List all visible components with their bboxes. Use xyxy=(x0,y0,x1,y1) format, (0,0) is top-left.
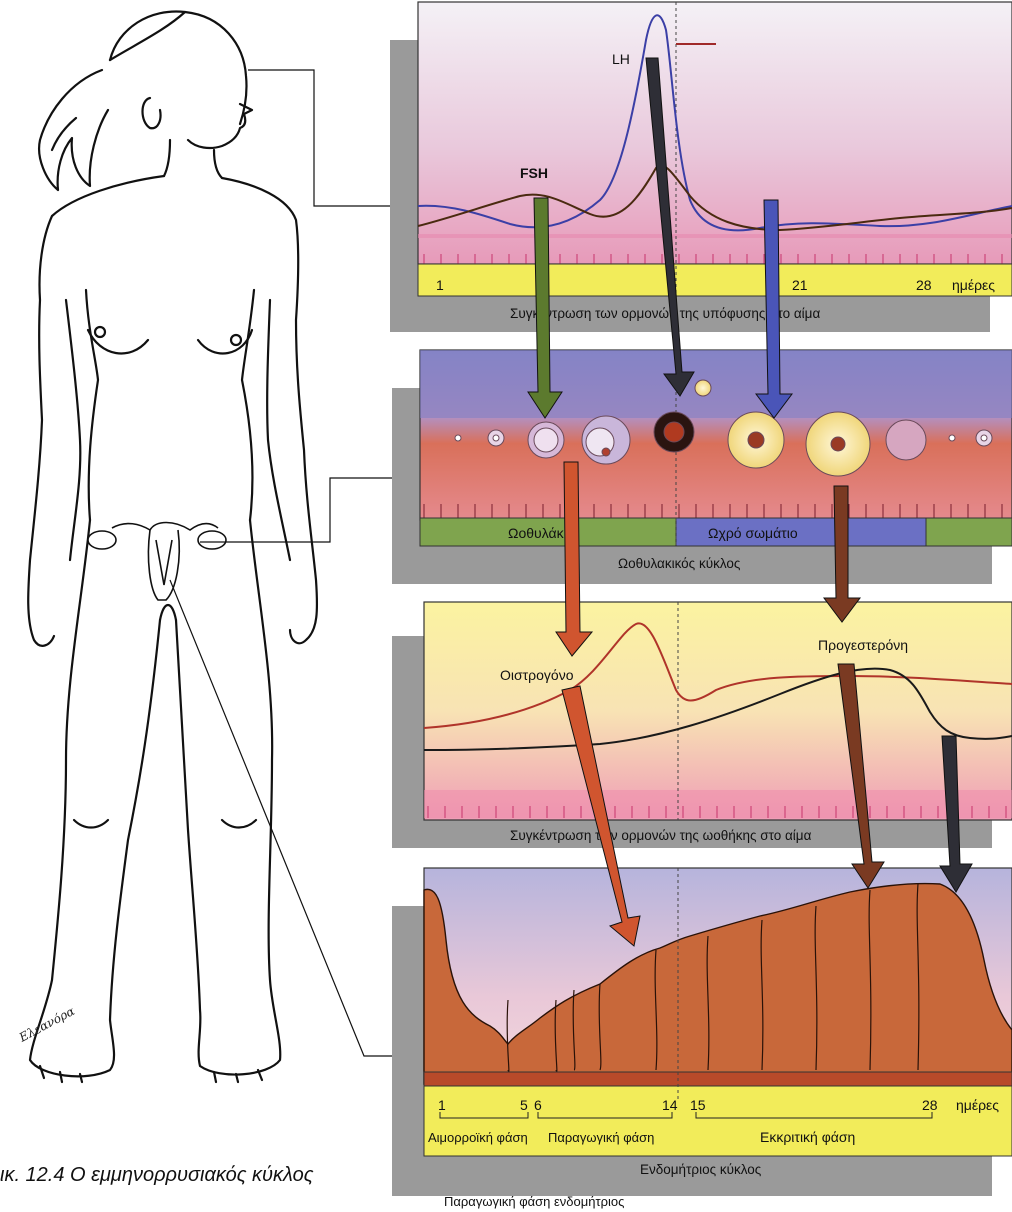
phase-menstrual-label: Αιμορροϊκή φάση xyxy=(428,1130,528,1145)
woman-figure xyxy=(28,11,317,1082)
ovarian-hormones-caption: Συγκέντρωση των ορμονών της ωοθήκης στο … xyxy=(510,828,812,843)
figure-caption: ικ. 12.4 Ο εμμηνορρυσιακός κύκλος xyxy=(0,1164,313,1187)
day-label-1: 1 xyxy=(436,277,444,293)
endo-day-28: 28 xyxy=(922,1097,938,1113)
day-label-21: 21 xyxy=(792,277,808,293)
day-label-28: 28 xyxy=(916,277,932,293)
endo-day-1: 1 xyxy=(438,1097,446,1113)
endo-day-15: 15 xyxy=(690,1097,706,1113)
endometrium-subcaption: Παραγωγική φάση ενδομήτριος xyxy=(444,1194,624,1209)
endometrial-cycle-caption: Ενδομήτριος κύκλος xyxy=(640,1162,762,1177)
panel-ovarian-hormones: Οιστρογόνο Προγεστερόνη Συγκέντρωση των … xyxy=(392,602,1012,848)
corpus-luteum-label: Ωχρό σωμάτιο xyxy=(708,525,798,541)
fsh-label: FSH xyxy=(520,165,548,181)
phase-proliferative-label: Παραγωγική φάση xyxy=(548,1130,654,1145)
ovarian-cycle-caption: Ωοθυλακικός κύκλος xyxy=(618,556,741,571)
panel-endometrial-cycle: 1 5 6 14 15 28 ημέρες Αιμορροϊκή φάση Πα… xyxy=(392,868,1012,1196)
estrogen-label: Οιστρογόνο xyxy=(500,667,574,683)
artist-signature: Ελεανόρα xyxy=(16,1004,77,1045)
panel-ovarian-cycle: Ωοθυλάκιο Ωχρό σωμάτιο Ωοθυλακικός κύκλο… xyxy=(392,350,1012,584)
lh-label: LH xyxy=(612,51,630,67)
connector-lines xyxy=(170,70,426,1056)
progesterone-label: Προγεστερόνη xyxy=(818,637,908,653)
endo-day-5: 5 xyxy=(520,1097,528,1113)
days-unit-label: ημέρες xyxy=(952,277,995,293)
endo-day-6: 6 xyxy=(534,1097,542,1113)
uterus-illustration xyxy=(88,523,226,601)
phase-secretory-label: Εκκριτική φάση xyxy=(760,1129,855,1145)
endo-days-unit: ημέρες xyxy=(956,1097,999,1113)
endo-day-14: 14 xyxy=(662,1097,678,1113)
panel-pituitary-hormones: LH FSH 1 21 28 ημέρες Συγκέντρωση των ορ… xyxy=(390,2,1012,332)
